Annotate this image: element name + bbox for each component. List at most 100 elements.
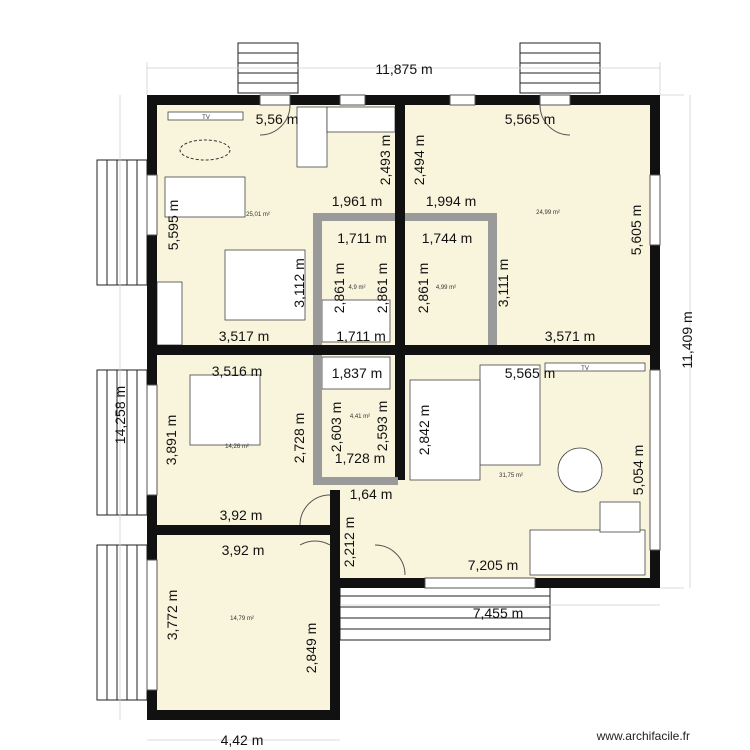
tv-label: TV (202, 115, 210, 121)
window (339, 94, 366, 106)
dim: 5,565 m (505, 365, 556, 381)
deck-planks (520, 52, 600, 84)
deck-left-1 (96, 159, 148, 286)
dim: 1,728 m (335, 450, 386, 466)
dim: 5,605 m (628, 205, 644, 256)
walls (146, 94, 661, 720)
dim: 3,891 m (163, 415, 179, 466)
dim: 5,56 m (256, 111, 299, 127)
dim: 3,112 m (291, 258, 307, 308)
area-bathroom-2: 4,99 m² (436, 285, 456, 291)
window (146, 559, 158, 691)
deck-planks (340, 595, 550, 630)
deck-planks (106, 160, 138, 285)
area-bathroom-3: 4,41 m² (350, 414, 370, 420)
dim-left-height: 14,258 m (112, 386, 128, 444)
window (259, 94, 291, 106)
dim: 2,861 m (415, 263, 431, 314)
shower-2 (321, 299, 391, 343)
door-swing (259, 104, 291, 136)
dim-overall-width: 11,875 m (375, 61, 432, 77)
dimension-labels: 11,875 m 11,409 m 14,258 m 4,42 m 5,56 m… (112, 61, 695, 748)
dim: 3,571 m (545, 328, 596, 344)
dim-bottom-width: 4,42 m (221, 732, 264, 748)
tv-unit (167, 111, 244, 121)
dim: 3,517 m (219, 328, 270, 344)
window (449, 94, 476, 106)
window (539, 94, 571, 106)
deck-planks (106, 545, 138, 700)
rug-oval (179, 139, 231, 161)
dim: 3,772 m (164, 590, 180, 641)
window (146, 384, 158, 496)
dim: 1,744 m (422, 230, 473, 246)
area-bedroom-1: 25,01 m² (246, 212, 270, 218)
dim: 7,455 m (473, 605, 524, 621)
dim: 2,849 m (303, 623, 319, 674)
shelf (326, 106, 396, 133)
door-swing (299, 494, 331, 526)
dim: 2,494 m (411, 135, 427, 186)
window (649, 174, 661, 246)
bed-2 (189, 374, 261, 446)
dim: 1,711 m (337, 230, 387, 246)
dim: 3,92 m (222, 542, 265, 558)
dim: 5,595 m (165, 200, 181, 251)
sofa-2 (529, 529, 646, 576)
decks (96, 42, 601, 701)
deck-left-2 (96, 369, 148, 516)
dim: 7,205 m (468, 557, 519, 573)
dim: 1,961 m (332, 193, 383, 209)
dim: 2,728 m (291, 413, 307, 464)
watermark: www.archifacile.fr (596, 729, 690, 743)
area-living: 31,75 m² (499, 473, 523, 479)
dim: 2,842 m (416, 405, 432, 456)
area-room-ne: 24,99 m² (536, 210, 560, 216)
deck-bottom (339, 584, 551, 641)
dim: 3,516 m (212, 363, 263, 379)
dim: 2,212 m (341, 517, 357, 568)
dim: 2,493 m (377, 135, 393, 186)
kitchen-counter (479, 364, 541, 466)
dim: 3,111 m (495, 259, 511, 308)
dim: 5,565 m (505, 111, 556, 127)
dim-overall-height: 11,409 m (679, 311, 695, 368)
area-bathroom-1: 4,9 m² (348, 285, 365, 291)
dim: 3,92 m (220, 507, 263, 523)
dim: 1,994 m (426, 193, 477, 209)
sofa (164, 176, 246, 218)
dim: 1,711 m (336, 328, 386, 344)
kitchen-unit (409, 379, 481, 481)
dim: 2,593 m (374, 401, 390, 452)
dim: 5,054 m (630, 445, 646, 496)
door-swing (374, 544, 406, 576)
room-floor-bedroom-3 (155, 530, 335, 715)
tv-unit-2 (544, 362, 646, 372)
area-bedroom-3: 14,79 m² (230, 616, 254, 622)
dim: 2,603 m (328, 402, 344, 453)
wardrobe-1 (156, 281, 183, 346)
dim: 1,837 m (332, 365, 383, 381)
round-table (557, 447, 603, 493)
bed-1 (224, 249, 306, 321)
armchair (599, 501, 641, 533)
window (146, 174, 158, 236)
deck-planks (238, 52, 298, 84)
deck-left-3 (96, 544, 148, 701)
dim: 2,861 m (331, 263, 347, 314)
tv-label: TV (581, 366, 589, 372)
deck-planks (106, 370, 138, 515)
dimension-lines (119, 62, 691, 741)
door-swing (299, 540, 331, 546)
dim: 1,64 m (350, 486, 393, 502)
dim: 2,861 m (374, 263, 390, 314)
window (649, 369, 661, 551)
shower (321, 356, 391, 390)
desk (296, 106, 328, 168)
door-swing (539, 104, 571, 136)
area-bedroom-2: 14,26 m² (225, 444, 249, 450)
window (424, 577, 536, 589)
area-labels: 25,01 m² 24,99 m² 4,9 m² 4,99 m² 4,41 m²… (225, 210, 560, 622)
furniture: TV TV (156, 106, 646, 576)
